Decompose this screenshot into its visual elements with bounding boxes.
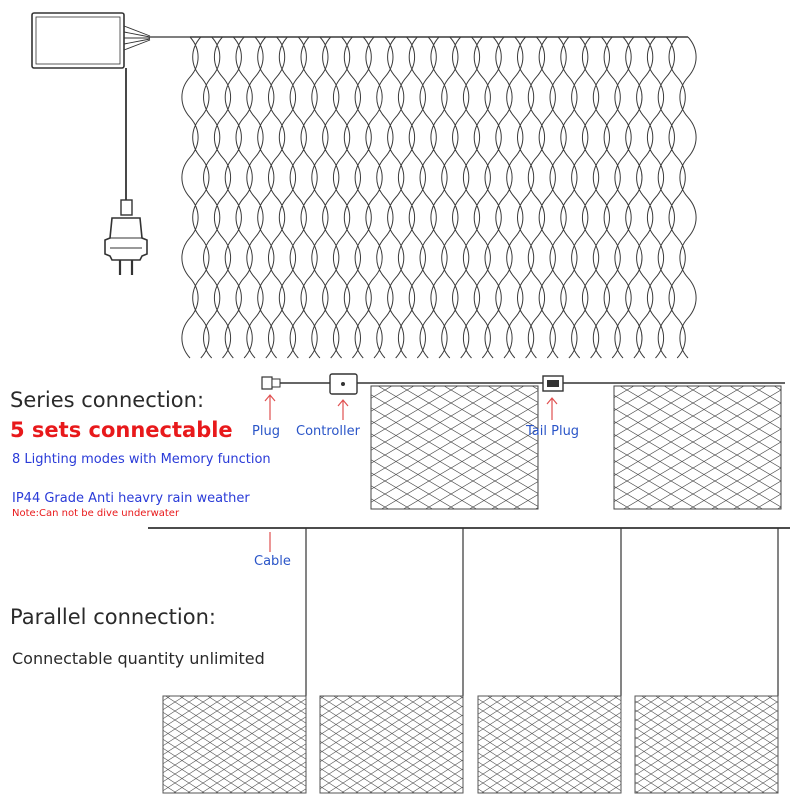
cable-label: Cable [254,554,291,569]
controller-box-icon [31,12,190,69]
underwater-note: Note:Can not be dive underwater [12,508,180,519]
lighting-modes-text: 8 Lighting modes with Memory function [12,452,271,467]
tail-plug-label: Tail Plug [526,424,580,439]
parallel-connection-title: Parallel connection: [10,605,216,629]
parallel-connection-graphic [148,527,790,794]
power-plug-icon [104,68,148,275]
net-light-icon [181,36,697,359]
connectable-quantity-text: Connectable quantity unlimited [12,649,265,668]
net-strands [181,36,697,359]
series-connection-graphic [261,373,785,552]
ip-rating-text: IP44 Grade Anti heavry rain weather [12,491,250,506]
series-connection-title: Series connection: [10,388,205,412]
controller-label: Controller [296,424,360,439]
plug-label: Plug [252,424,280,439]
sets-connectable-text: 5 sets connectable [10,418,233,442]
